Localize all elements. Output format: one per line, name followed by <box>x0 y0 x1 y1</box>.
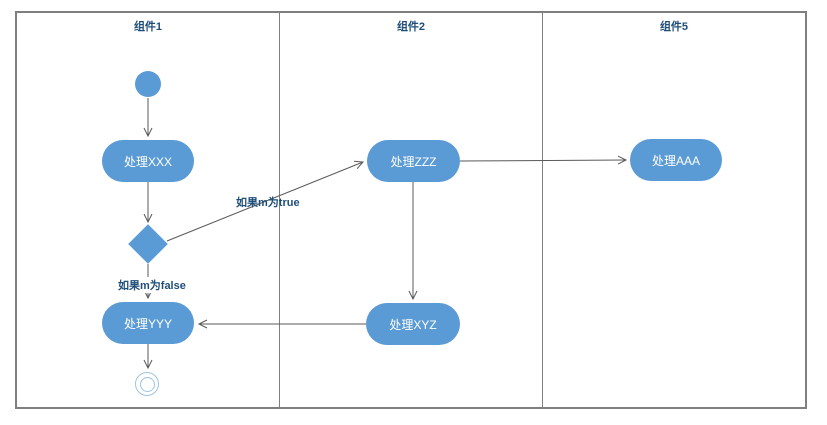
guard-label-true: 如果m为true <box>236 197 300 209</box>
end-node[interactable] <box>135 372 159 396</box>
swimlane-header-component-1: 组件1 <box>133 21 163 33</box>
activity-node-aaa[interactable]: 处理AAA <box>630 139 722 181</box>
start-node[interactable] <box>135 71 161 97</box>
swimlane-component-2[interactable]: 组件2 <box>280 13 543 407</box>
swimlane-header-component-2: 组件2 <box>396 21 426 33</box>
activity-node-yyy[interactable]: 处理YYY <box>102 302 194 344</box>
activity-node-zzz[interactable]: 处理ZZZ <box>367 140 460 182</box>
end-node-inner-ring <box>139 376 155 392</box>
activity-node-xyz[interactable]: 处理XYZ <box>366 303 460 345</box>
swimlane-component-5[interactable]: 组件5 <box>543 13 805 407</box>
swimlane-header-component-5: 组件5 <box>659 21 689 33</box>
activity-node-xxx[interactable]: 处理XXX <box>102 140 194 182</box>
guard-label-false: 如果m为false <box>117 277 187 293</box>
swimlane-pool: 组件1 组件2 组件5 <box>15 11 807 409</box>
